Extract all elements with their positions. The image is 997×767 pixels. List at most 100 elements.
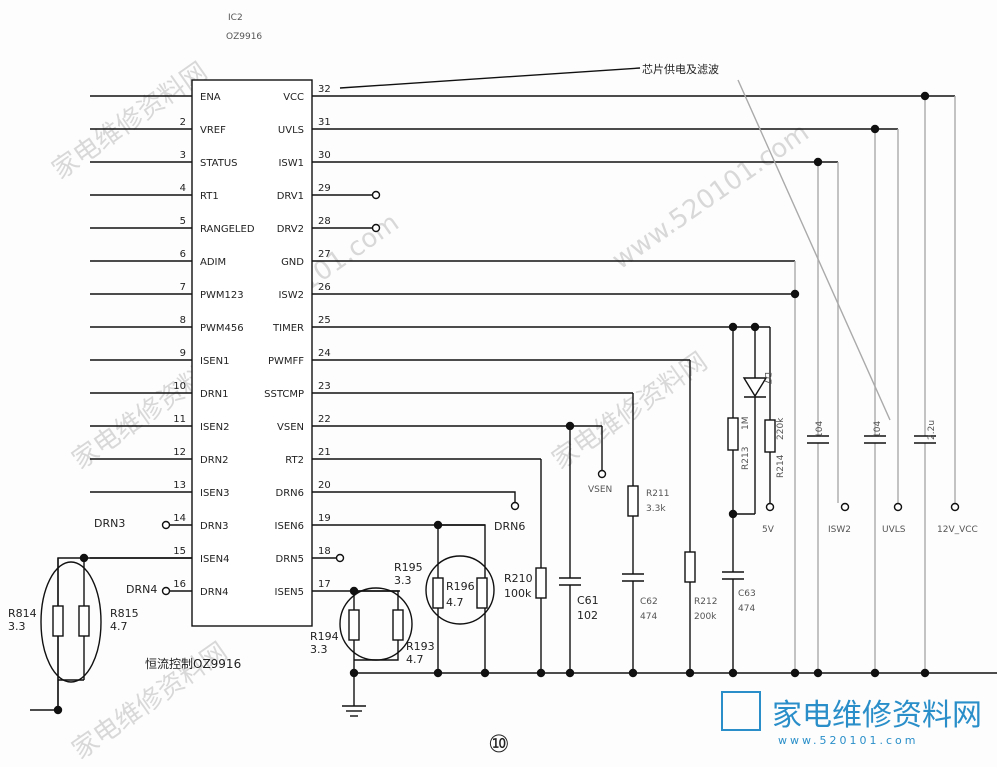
r196-ref: R196 [446,580,475,593]
ic-body [191,79,313,627]
resistor-r193 [392,609,404,641]
net-5v: 5V [762,525,775,535]
c61-ref: C61 [577,594,599,607]
wire [312,491,516,502]
junction-dot [870,668,880,678]
pin-name: STATUS [200,158,238,169]
net-drn6: DRN6 [494,520,525,533]
pin-number: 2 [180,117,186,128]
pin-number: 23 [318,381,331,392]
pin-number: 13 [173,480,186,491]
ic-pins: ENA2VREF3STATUS4RT15RANGELED6ADIM7PWM123… [173,84,330,598]
junction-dot [813,668,823,678]
svg-text:www.520101.com: www.520101.com [607,118,815,276]
pin-name: ENA [200,92,221,103]
terminal-circle [161,520,171,530]
pin-name: DRN4 [200,587,229,598]
c61-value: 102 [577,609,598,622]
terminal-circle [335,553,345,563]
r814-value: 3.3 [8,620,26,633]
d7-ref: D7 [762,372,772,385]
pin-number: 18 [318,546,331,557]
c63-value: 474 [738,604,755,614]
r196-value: 4.7 [446,596,464,609]
terminal-circle [371,223,381,233]
pin-number: 11 [173,414,186,425]
terminal-circle [161,586,171,596]
junction-dot [790,668,800,678]
pin-name: PWMFF [268,356,304,367]
pin-number: 24 [318,348,331,359]
pin-name: VREF [200,125,226,136]
junction-dot [349,586,359,596]
pin-number: 5 [180,216,186,227]
r211-value: 3.3k [646,504,666,514]
terminal-circle [597,469,607,479]
net-uvls: UVLS [882,525,906,535]
r815-value: 4.7 [110,620,128,633]
pin-number: 9 [180,348,186,359]
r814-ref: R814 [8,607,37,620]
r193-value: 4.7 [406,653,424,666]
pin-number: 21 [318,447,331,458]
r195-value: 3.3 [394,574,412,587]
wire [354,590,399,610]
junction-dot [750,322,760,332]
pin-number: 15 [173,546,186,557]
terminal-circle [840,502,850,512]
pin-number: 4 [180,183,186,194]
parallel-group-outline [40,561,102,683]
r212-ref: R212 [694,597,717,607]
r194-value: 3.3 [310,643,328,656]
pin-name: GND [281,257,304,268]
junction-dot [480,668,490,678]
pin-number: 30 [318,150,331,161]
wire [354,640,399,661]
c66-value: 2.2u [927,420,937,440]
r210-value: 100k [504,587,532,600]
pin-name: DRN2 [200,455,229,466]
r194-ref: R194 [310,630,339,643]
junction-dot [433,668,443,678]
junction-dot [685,668,695,678]
terminal-circle [510,501,520,511]
ic-ref: IC2 [228,13,243,23]
figure-number: ⑩ [488,730,510,758]
resistor-r195 [432,577,444,609]
resistor-r814 [52,605,64,637]
junction-dot [728,322,738,332]
pin-number: 28 [318,216,331,227]
junction-dot [813,157,823,167]
junction-dot [870,124,880,134]
junction-dot [565,668,575,678]
pin-number: 20 [318,480,331,491]
pin-number: 3 [180,150,186,161]
pin-name: DRN5 [276,554,305,565]
pin-name: DRN6 [276,488,305,499]
pin-name: ISEN3 [200,488,229,499]
junction-dot [920,668,930,678]
r211-ref: R211 [646,489,669,499]
pin-name: DRN3 [200,521,229,532]
components [40,79,960,717]
resistor-r194 [348,609,360,641]
pin-name: ISEN4 [200,554,229,565]
parallel-group-outline [339,587,413,661]
power-note: 芯片供电及滤波 [642,62,719,76]
pin-number: 26 [318,282,331,293]
pin-number: 7 [180,282,186,293]
leader-line [339,67,641,89]
r214-ref: R214 [776,454,786,478]
net-drn4: DRN4 [126,583,157,596]
pin-number: 25 [318,315,331,326]
pin-name: DRV1 [277,191,304,202]
resistor-r815 [78,605,90,637]
pin-name: RT2 [285,455,304,466]
pin-name: RT1 [200,191,219,202]
pin-number: 22 [318,414,331,425]
net-isw2: ISW2 [828,525,851,535]
r212-value: 200k [694,612,717,622]
leader-line [737,79,891,421]
pin-number: 32 [318,84,331,95]
